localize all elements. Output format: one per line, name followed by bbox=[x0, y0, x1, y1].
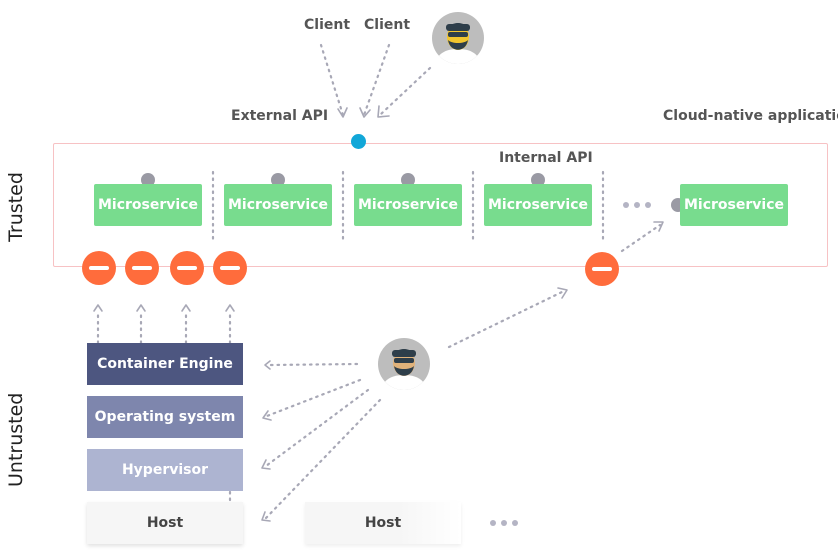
no-entry-icon bbox=[82, 251, 116, 285]
ellipsis-icon bbox=[490, 520, 518, 526]
no-entry-icon bbox=[585, 252, 619, 286]
hypervisor-layer: Hypervisor bbox=[87, 449, 243, 491]
client-label-1: Client bbox=[304, 17, 351, 33]
trusted-label: Trusted bbox=[5, 172, 27, 242]
ellipsis-icon bbox=[623, 202, 651, 208]
host-layer-2: Host bbox=[305, 502, 461, 544]
untrusted-label: Untrusted bbox=[5, 392, 27, 487]
no-entry-icon bbox=[213, 251, 247, 285]
microservice-5: Microservice bbox=[680, 184, 788, 226]
microservice-1: Microservice bbox=[94, 184, 202, 226]
cloud-native-label: Cloud-native application bbox=[663, 108, 838, 124]
trusted-boundary bbox=[53, 143, 828, 267]
service-port bbox=[141, 173, 155, 187]
microservice-3: Microservice bbox=[354, 184, 462, 226]
container-engine-layer: Container Engine bbox=[87, 343, 243, 385]
client-label-2: Client bbox=[364, 17, 411, 33]
microservice-4: Microservice bbox=[484, 184, 592, 226]
service-port bbox=[531, 173, 545, 187]
service-port bbox=[401, 173, 415, 187]
no-entry-icon bbox=[170, 251, 204, 285]
internal-api-label: Internal API bbox=[499, 150, 593, 166]
service-port bbox=[271, 173, 285, 187]
hacker-avatar-icon bbox=[378, 338, 430, 390]
host-layer-1: Host bbox=[87, 502, 243, 544]
no-entry-icon bbox=[125, 251, 159, 285]
external-api-endpoint bbox=[351, 134, 366, 149]
microservice-2: Microservice bbox=[224, 184, 332, 226]
external-api-label: External API bbox=[231, 108, 329, 124]
hacker-avatar-icon bbox=[432, 12, 484, 64]
operating-system-layer: Operating system bbox=[87, 396, 243, 438]
